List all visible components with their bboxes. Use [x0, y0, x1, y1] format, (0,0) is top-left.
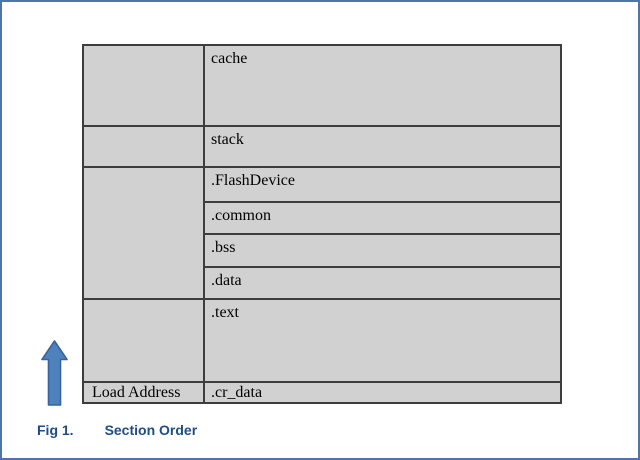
- table-column-sections: cache stack .FlashDevice .common .bss .d…: [205, 46, 560, 402]
- figure-title: Section Order: [104, 422, 198, 438]
- cell-bss: .bss: [205, 233, 560, 266]
- left-cell-text-level: [84, 298, 203, 381]
- cell-text: .text: [205, 298, 560, 381]
- left-cell-top: [84, 46, 203, 125]
- figure-caption: Fig 1. Section Order: [37, 422, 197, 438]
- left-cell-middle: [84, 166, 203, 298]
- cell-common: .common: [205, 201, 560, 233]
- figure-number: Fig 1.: [37, 422, 74, 438]
- table-column-left: Load Address: [84, 46, 205, 402]
- cell-cache: cache: [211, 50, 248, 67]
- up-arrow-shape: [41, 340, 68, 406]
- left-cell-stack-level: [84, 125, 203, 166]
- cell-cr-data: .cr_data: [205, 381, 560, 402]
- load-address-cell: Load Address: [84, 381, 203, 402]
- cell-flashdevice: .FlashDevice: [205, 166, 560, 201]
- cell-stack: stack: [205, 125, 560, 166]
- section-order-table: Load Address cache stack .FlashDevice .c…: [82, 44, 562, 404]
- cell-data: .data: [205, 266, 560, 298]
- up-arrow-icon: [41, 340, 68, 406]
